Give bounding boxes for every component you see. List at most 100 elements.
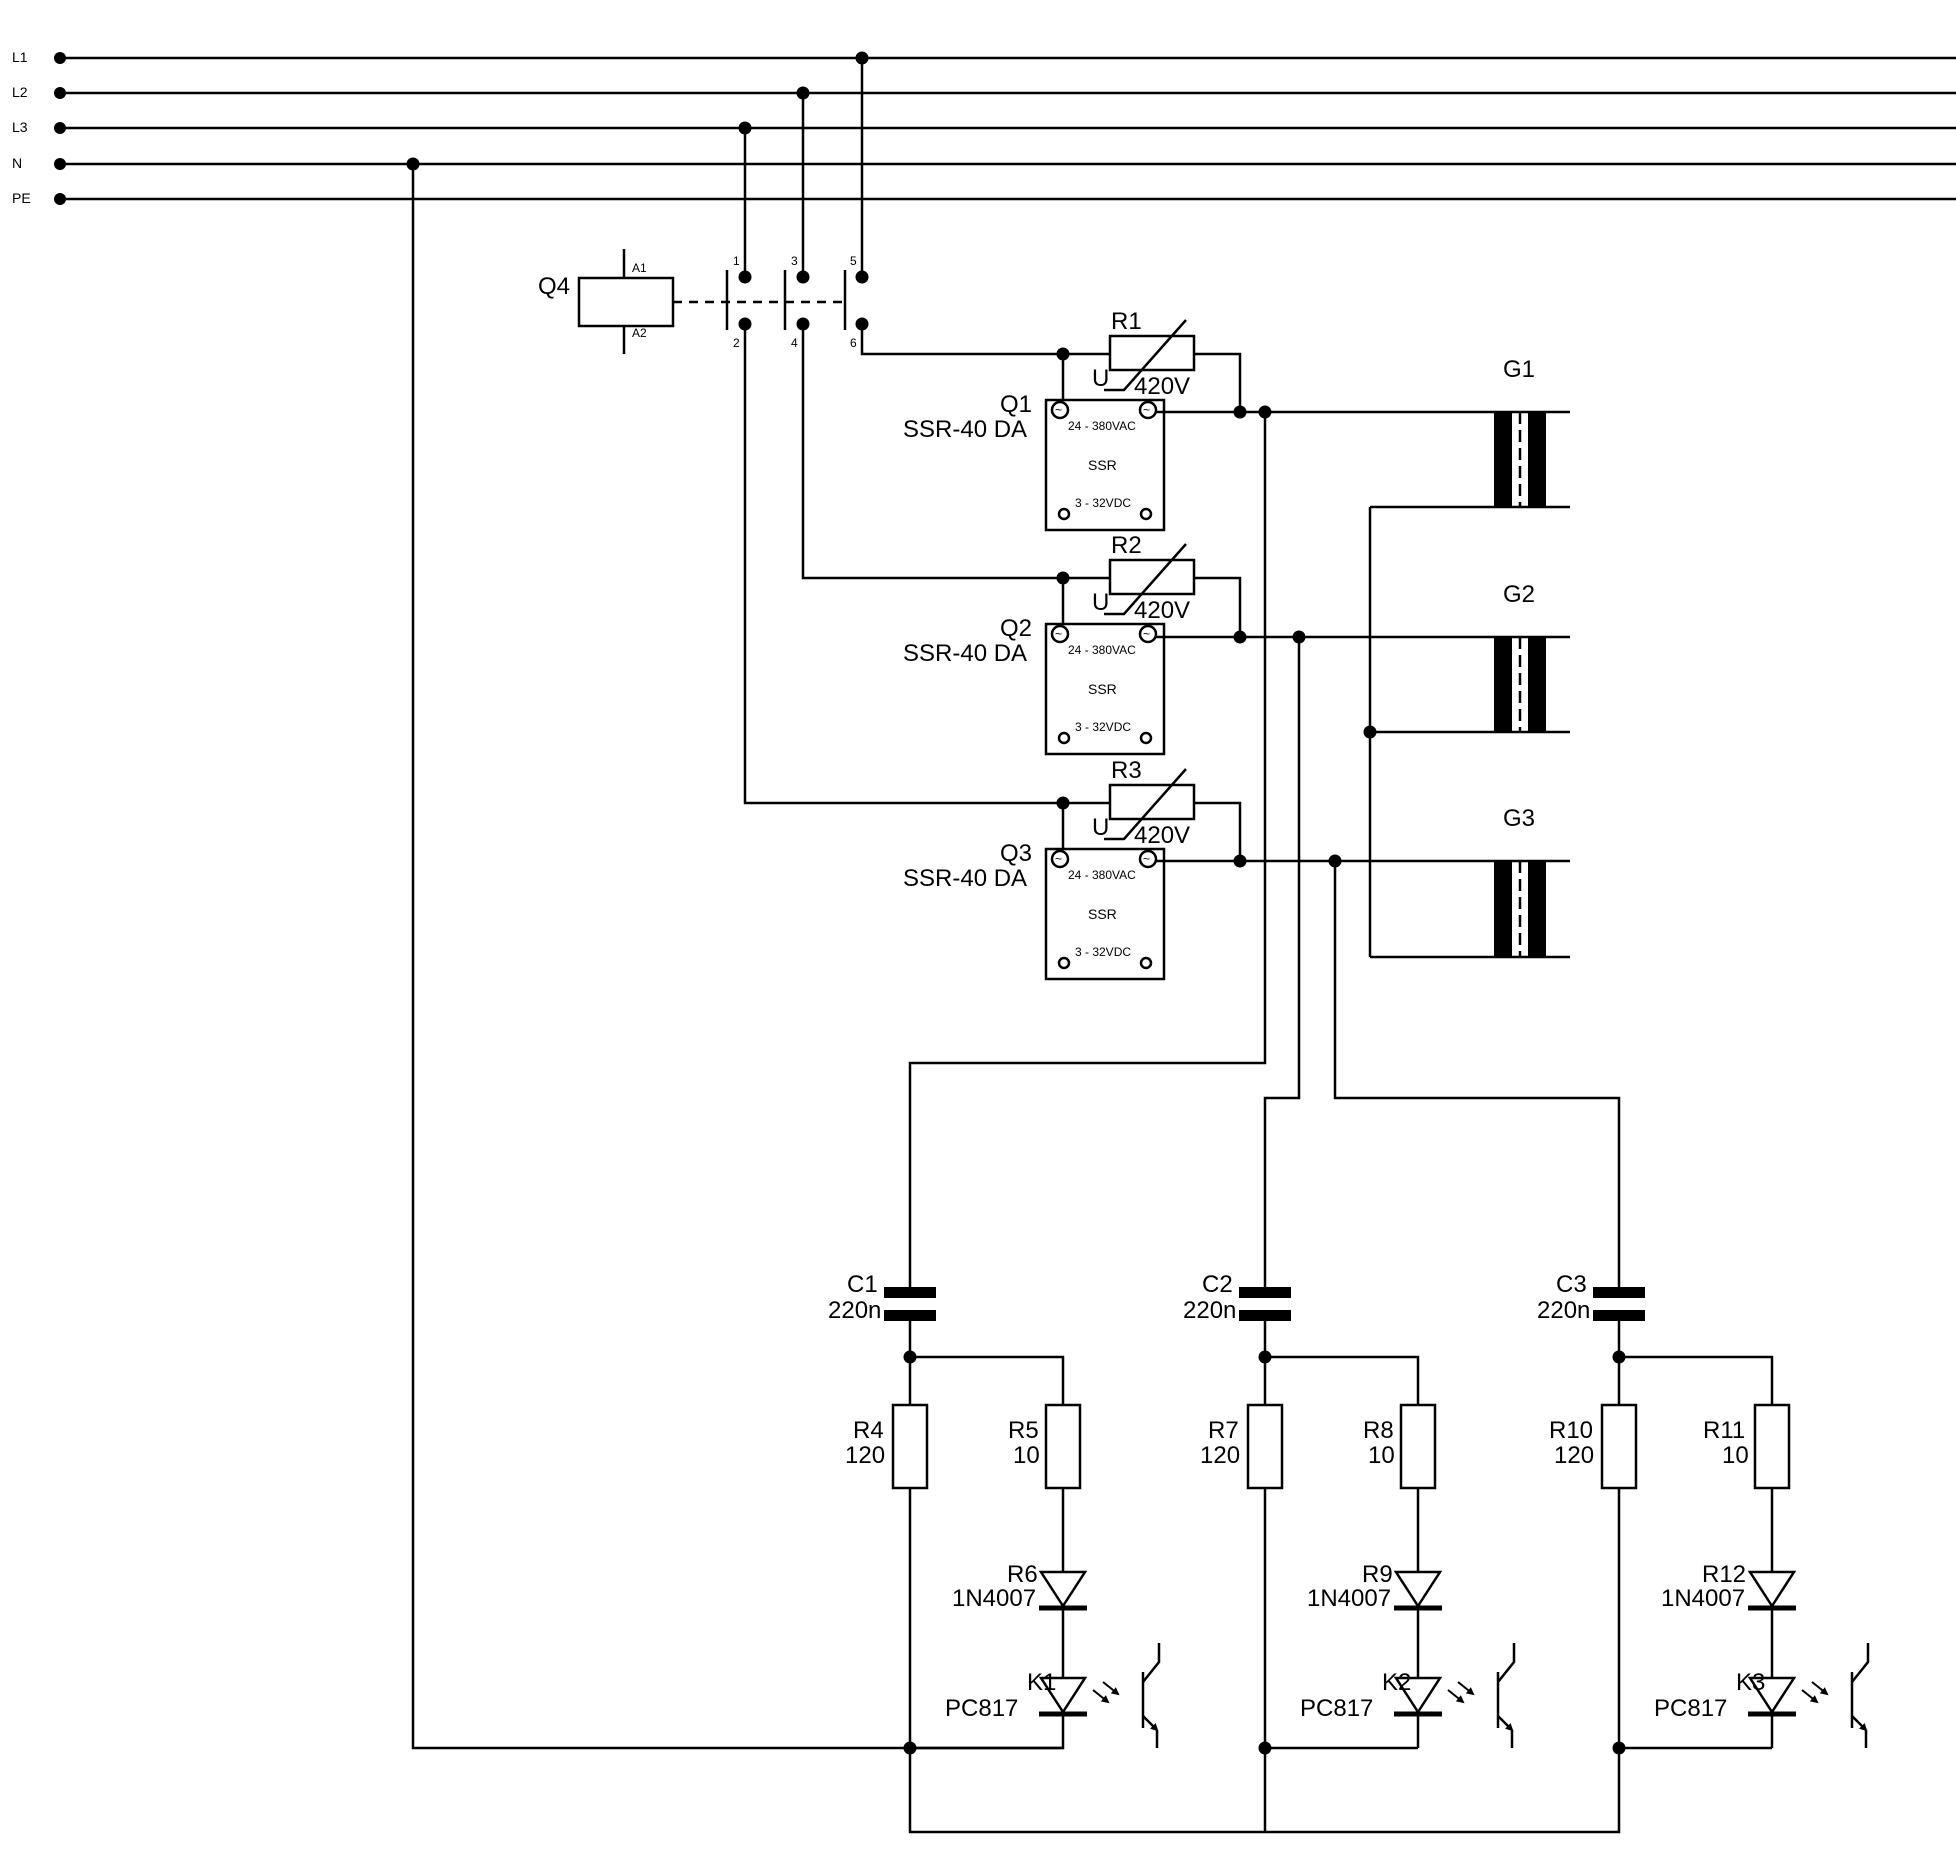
varistor-slash [1104, 768, 1187, 841]
branch-wire [910, 1355, 1065, 1405]
branch-wire [1619, 1355, 1774, 1405]
bus-label-n: N [12, 155, 22, 171]
resistor-a-label: R10 [1549, 1417, 1593, 1444]
junction-varistor-out [1233, 405, 1247, 419]
tilde-icon: ~ [1055, 627, 1062, 641]
varistor [1108, 783, 1196, 821]
resistor-b-label: R8 [1363, 1417, 1394, 1444]
diode-value: 1N4007 [952, 1585, 1036, 1612]
junction-varistor-out [1233, 630, 1247, 644]
ssr-dc-minus-terminal [1139, 507, 1153, 521]
diode-value: 1N4007 [1307, 1585, 1391, 1612]
capacitor-plate-bottom [1593, 1310, 1645, 1321]
ssr-ac-terminal-right [1138, 400, 1158, 420]
ssr-body-label: SSR [1088, 681, 1117, 697]
return-junction [1612, 1741, 1626, 1755]
resistor-a-value: 120 [1200, 1442, 1240, 1469]
phototransistor-icon [1850, 1643, 1870, 1748]
varistor-lead-out [1194, 801, 1242, 861]
opto-label: K3 [1736, 1669, 1765, 1696]
opto-value: PC817 [1300, 1695, 1373, 1722]
capacitor-plate-bottom [1239, 1310, 1291, 1321]
bus-l3: L3 [12, 119, 1956, 135]
branch-junction [1612, 1350, 1626, 1364]
varistor-label: R2 [1111, 532, 1142, 559]
diode-icon [1393, 1570, 1443, 1611]
transformer-core-right [1528, 861, 1546, 957]
opto-value: PC817 [1654, 1695, 1727, 1722]
ssr-body-label: SSR [1088, 906, 1117, 922]
wire-6-to-q1 [860, 324, 1063, 356]
terminal-label-4: 4 [791, 336, 798, 350]
contactor-coil [577, 276, 675, 328]
resistor-b [1399, 1403, 1437, 1490]
phototransistor-icon [1141, 1643, 1161, 1748]
varistor [1108, 334, 1196, 372]
load-transformers: G1 G2 G3 [1363, 356, 1570, 959]
capacitor-value: 220n [828, 1297, 881, 1324]
diode-value: 1N4007 [1661, 1585, 1745, 1612]
contact-terminal-5 [855, 270, 869, 284]
diode-icon [1038, 1570, 1088, 1611]
capacitor-label: C1 [847, 1271, 878, 1298]
capacitor-value: 220n [1537, 1297, 1590, 1324]
diode-label: R6 [1007, 1561, 1038, 1588]
opto-value: PC817 [945, 1695, 1018, 1722]
tap-wire-3 [1333, 861, 1621, 1285]
ssr-ac-rating: 24 - 380VAC [1068, 868, 1136, 882]
capacitor-plate-top [1593, 1287, 1645, 1298]
junction-varistor-out [1233, 854, 1247, 868]
contact-terminal-3 [796, 270, 810, 284]
detector-2: C2 220n R7 120 R8 10 R9 1N4007 K2 PC817 [1183, 1271, 1516, 1755]
wire-2-to-q3 [743, 324, 1063, 805]
ssr-ac-terminal-right [1138, 624, 1158, 644]
opto-label: K1 [1027, 1669, 1056, 1696]
tilde-icon: ~ [1055, 403, 1062, 417]
ssr-ac-rating: 24 - 380VAC [1068, 643, 1136, 657]
tilde-icon: ~ [1143, 403, 1150, 417]
varistor-label: R3 [1111, 757, 1142, 784]
tilde-icon: ~ [1143, 852, 1150, 866]
varistor-voltage: 420V [1134, 822, 1190, 849]
capacitor-label: C3 [1556, 1271, 1587, 1298]
coil-terminal-a1: A1 [632, 261, 647, 275]
capacitor-value: 220n [1183, 1297, 1236, 1324]
contactor-q4: Q4 A1 A2 1 2 3 4 5 6 [538, 51, 869, 354]
resistor-b-value: 10 [1013, 1442, 1040, 1469]
ssr-ac-terminal-right [1138, 849, 1158, 869]
junction-l3 [738, 121, 752, 135]
varistor-voltage: 420V [1134, 597, 1190, 624]
ssr-dc-plus-terminal [1057, 731, 1071, 745]
ssr-dc-minus-terminal [1139, 731, 1153, 745]
ssr-stage-1: R1 U 420V ~ ~ 24 - 380VAC SSR 3 - 32VDC … [903, 308, 1570, 532]
resistor-a-label: R7 [1208, 1417, 1239, 1444]
ssr-ac-terminal-left [1050, 624, 1070, 644]
coil-terminal-a2: A2 [632, 326, 647, 340]
varistor-u-label: U [1092, 365, 1109, 392]
neutral-return-wire [411, 164, 1063, 1750]
junction-l1 [855, 51, 869, 65]
ssr-model: SSR-40 DA [903, 416, 1027, 443]
ssr-stage-3: R3 U 420V ~ ~ 24 - 380VAC SSR 3 - 32VDC … [903, 757, 1570, 981]
ssr-model: SSR-40 DA [903, 640, 1027, 667]
resistor-b [1044, 1403, 1082, 1490]
contact-terminal-1 [738, 270, 752, 284]
varistor-lead-out [1194, 352, 1242, 412]
bus-n: N [12, 155, 1956, 171]
ssr-label: Q1 [1000, 391, 1032, 418]
resistor-b-value: 10 [1368, 1442, 1395, 1469]
ssr-ac-terminal-left [1050, 849, 1070, 869]
resistor-a-label: R4 [853, 1417, 884, 1444]
detector-1: C1 220n R4 120 R5 10 R6 1N4007 K1 PC817 [828, 1271, 1161, 1755]
ssr-ac-rating: 24 - 380VAC [1068, 419, 1136, 433]
ssr-model: SSR-40 DA [903, 865, 1027, 892]
contactor-output-wires [743, 324, 1063, 805]
ssr-label: Q3 [1000, 840, 1032, 867]
resistor-a [1600, 1403, 1638, 1490]
wire-4-to-q2 [801, 324, 1063, 580]
ssr-stage-2: R2 U 420V ~ ~ 24 - 380VAC SSR 3 - 32VDC … [903, 532, 1570, 756]
resistor-a [1246, 1403, 1284, 1490]
ssr-dc-rating: 3 - 32VDC [1075, 720, 1131, 734]
load-label: G3 [1503, 805, 1535, 832]
resistor-a-value: 120 [1554, 1442, 1594, 1469]
